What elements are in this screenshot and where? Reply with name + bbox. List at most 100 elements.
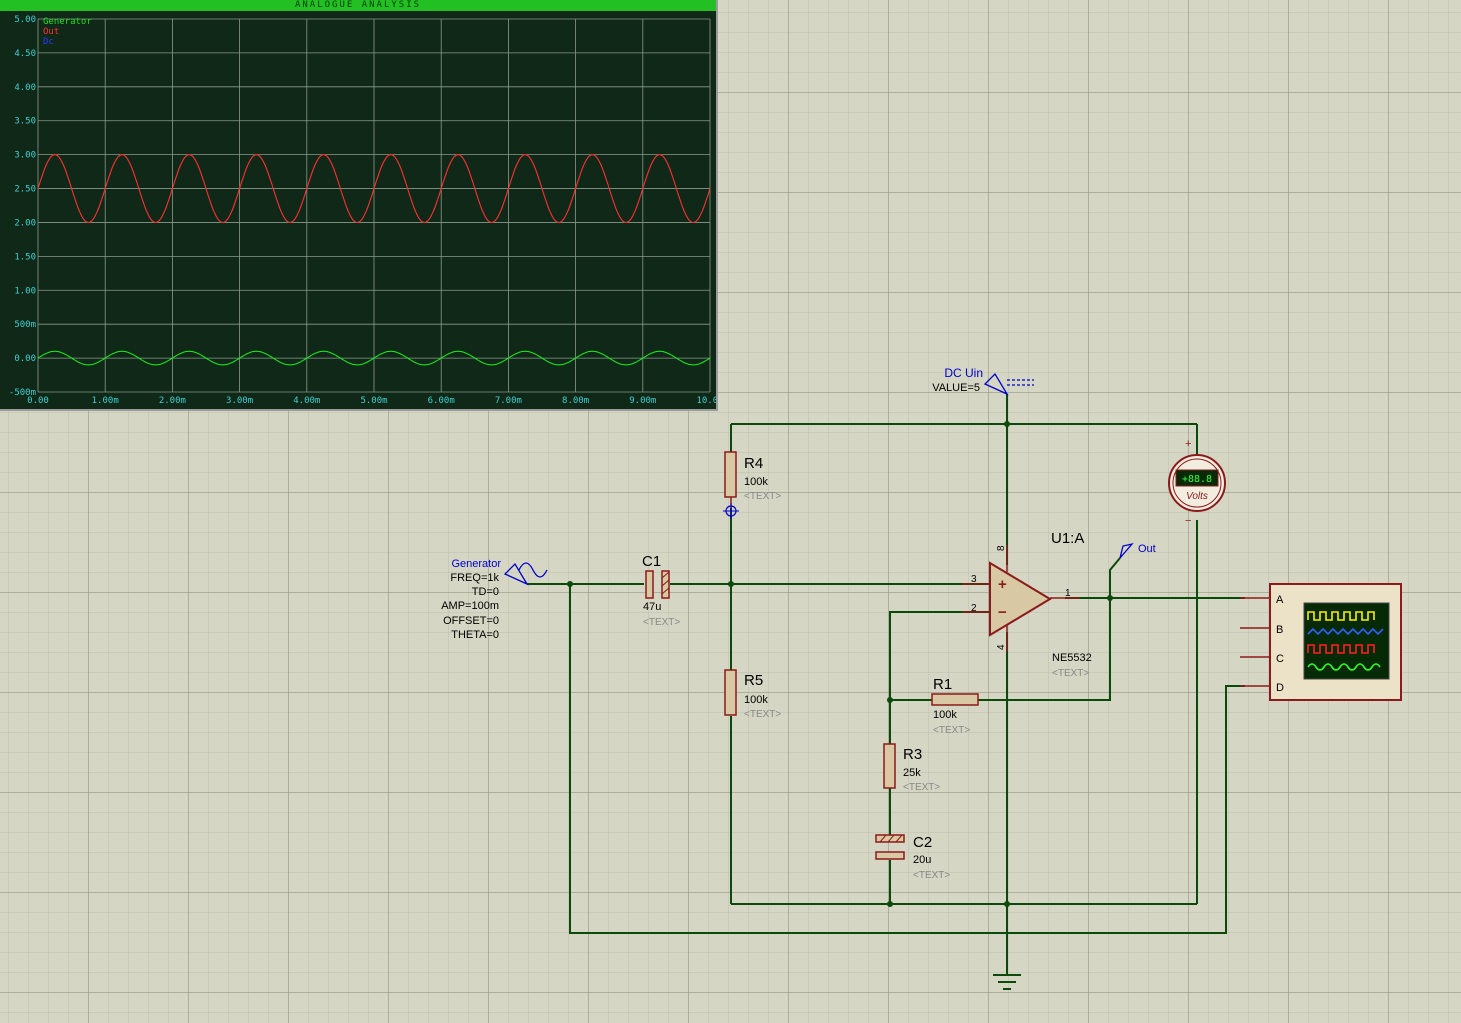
c2-text: <TEXT> xyxy=(913,870,950,881)
dc-source-name: DC Uin xyxy=(944,366,983,380)
generator-param: THETA=0 xyxy=(451,629,499,641)
generator[interactable]: Generator FREQ=1k TD=0 AMP=100m OFFSET=0… xyxy=(441,558,547,641)
r3-value: 25k xyxy=(903,767,921,779)
opamp-name: U1:A xyxy=(1051,530,1084,547)
c1-plate-plus xyxy=(646,571,653,598)
y-tick-label: 1.50 xyxy=(14,252,36,262)
opamp-triangle xyxy=(990,563,1050,635)
x-tick-label: 1.00m xyxy=(92,396,119,406)
opamp-text: <TEXT> xyxy=(1052,668,1089,679)
c1-text: <TEXT> xyxy=(643,617,680,628)
resistor-r4[interactable]: R4 100k <TEXT> xyxy=(723,452,781,519)
r3-name: R3 xyxy=(903,746,922,763)
wire-out-probe xyxy=(1110,558,1120,598)
y-tick-label: 4.50 xyxy=(14,49,36,59)
plot-legend: GeneratorOutDc xyxy=(43,17,92,47)
r4-value: 100k xyxy=(744,476,768,488)
x-tick-label: 3.00m xyxy=(226,396,253,406)
opamp-pin-4: 4 xyxy=(996,644,1007,650)
capacitor-c2[interactable]: C2 20u <TEXT> xyxy=(876,834,950,881)
c2-plate-minus xyxy=(876,852,904,859)
voltmeter-minus: − xyxy=(1185,515,1191,527)
r5-value: 100k xyxy=(744,694,768,706)
scope-channel-d: D xyxy=(1276,682,1284,694)
y-tick-label: 3.00 xyxy=(14,151,36,161)
junctions xyxy=(567,421,1113,907)
oscilloscope[interactable]: A B C D xyxy=(1240,584,1401,700)
ground[interactable] xyxy=(993,975,1021,989)
r1-value: 100k xyxy=(933,709,957,721)
opamp-minus-symbol: − xyxy=(998,604,1007,621)
r3-body xyxy=(884,744,895,788)
junction-dot xyxy=(728,581,734,587)
x-tick-label: 9.00m xyxy=(629,396,656,406)
c2-value: 20u xyxy=(913,854,931,866)
opamp-pin-8: 8 xyxy=(996,545,1007,551)
opamp-pin-2: 2 xyxy=(971,603,977,614)
dc-source[interactable]: DC Uin VALUE=5 xyxy=(932,366,1034,394)
junction-dot xyxy=(567,581,573,587)
dc-source-value: VALUE=5 xyxy=(932,382,980,394)
y-tick-label: 0.00 xyxy=(14,354,36,364)
x-tick-label: 5.00m xyxy=(360,396,387,406)
generator-param: TD=0 xyxy=(472,586,499,598)
r1-body xyxy=(932,694,978,705)
x-tick-label: 7.00m xyxy=(495,396,522,406)
x-axis-ticks: 0.00 1.00m 2.00m 3.00m 4.00m 5.00m 6.00m 7.00m 8… xyxy=(27,396,716,406)
out-probe[interactable]: Out xyxy=(1120,543,1156,558)
r4-body xyxy=(725,452,736,497)
voltmeter-readout: +88.8 xyxy=(1182,474,1212,485)
r4-name: R4 xyxy=(744,455,763,472)
scope-channel-c: C xyxy=(1276,653,1284,665)
y-tick-label: 4.00 xyxy=(14,83,36,93)
junction-dot xyxy=(887,697,893,703)
r1-text: <TEXT> xyxy=(933,725,970,736)
scope-channel-b: B xyxy=(1276,624,1283,636)
ground-icon xyxy=(993,975,1021,989)
c2-plate-plus xyxy=(876,835,904,842)
generator-name: Generator xyxy=(451,558,501,570)
y-tick-label: 2.50 xyxy=(14,185,36,195)
r5-text: <TEXT> xyxy=(744,709,781,720)
c1-name: C1 xyxy=(642,553,661,570)
junction-dot xyxy=(1004,421,1010,427)
resistor-r5[interactable]: R5 100k <TEXT> xyxy=(725,670,781,720)
x-tick-label: 8.00m xyxy=(562,396,589,406)
resistor-r3[interactable]: R3 25k <TEXT> xyxy=(884,744,940,793)
capacitor-c1[interactable]: C1 47u <TEXT> xyxy=(642,553,680,628)
r5-name: R5 xyxy=(744,672,763,689)
legend-generator: Generator xyxy=(43,17,92,27)
y-tick-label: 2.00 xyxy=(14,218,36,228)
y-tick-label: 3.50 xyxy=(14,117,36,127)
legend-dc: Dc xyxy=(43,37,54,47)
oscilloscope-pins xyxy=(1240,598,1270,686)
out-probe-label: Out xyxy=(1138,543,1156,555)
r1-name: R1 xyxy=(933,676,952,693)
opamp-plus-symbol: + xyxy=(998,576,1007,593)
generator-param: OFFSET=0 xyxy=(443,615,499,627)
voltmeter-plus: + xyxy=(1185,438,1191,450)
generator-param: AMP=100m xyxy=(441,600,499,612)
dc-source-arrow-icon xyxy=(985,374,1007,394)
voltmeter-unit: Volts xyxy=(1186,491,1208,502)
c2-name: C2 xyxy=(913,834,932,851)
opamp-u1a[interactable]: + − 3 2 1 8 4 U1:A NE5532 <TEXT> xyxy=(962,530,1092,679)
c1-value: 47u xyxy=(643,601,661,613)
dc-voltmeter[interactable]: +88.8 Volts + − xyxy=(1169,438,1225,527)
wires xyxy=(527,394,1245,975)
x-tick-label: 10.0m xyxy=(696,396,716,406)
analysis-plot: 5.004.504.003.503.002.502.001.501.00500m… xyxy=(0,0,716,409)
junction-dot xyxy=(1107,595,1113,601)
y-tick-label: 1.00 xyxy=(14,286,36,296)
generator-arrow-icon xyxy=(505,564,527,584)
x-tick-label: 6.00m xyxy=(428,396,455,406)
analogue-analysis-graph[interactable]: ANALOGUE ANALYSIS 5.004.504.003.503.002.… xyxy=(0,0,718,411)
legend-out: Out xyxy=(43,27,59,37)
x-tick-label: 2.00m xyxy=(159,396,186,406)
scope-channel-a: A xyxy=(1276,594,1284,606)
y-tick-label: 5.00 xyxy=(14,15,36,25)
resistor-r1[interactable]: R1 100k <TEXT> xyxy=(932,676,978,736)
x-tick-label: 0.00 xyxy=(27,396,49,406)
x-tick-label: 4.00m xyxy=(293,396,320,406)
junction-dot xyxy=(887,901,893,907)
